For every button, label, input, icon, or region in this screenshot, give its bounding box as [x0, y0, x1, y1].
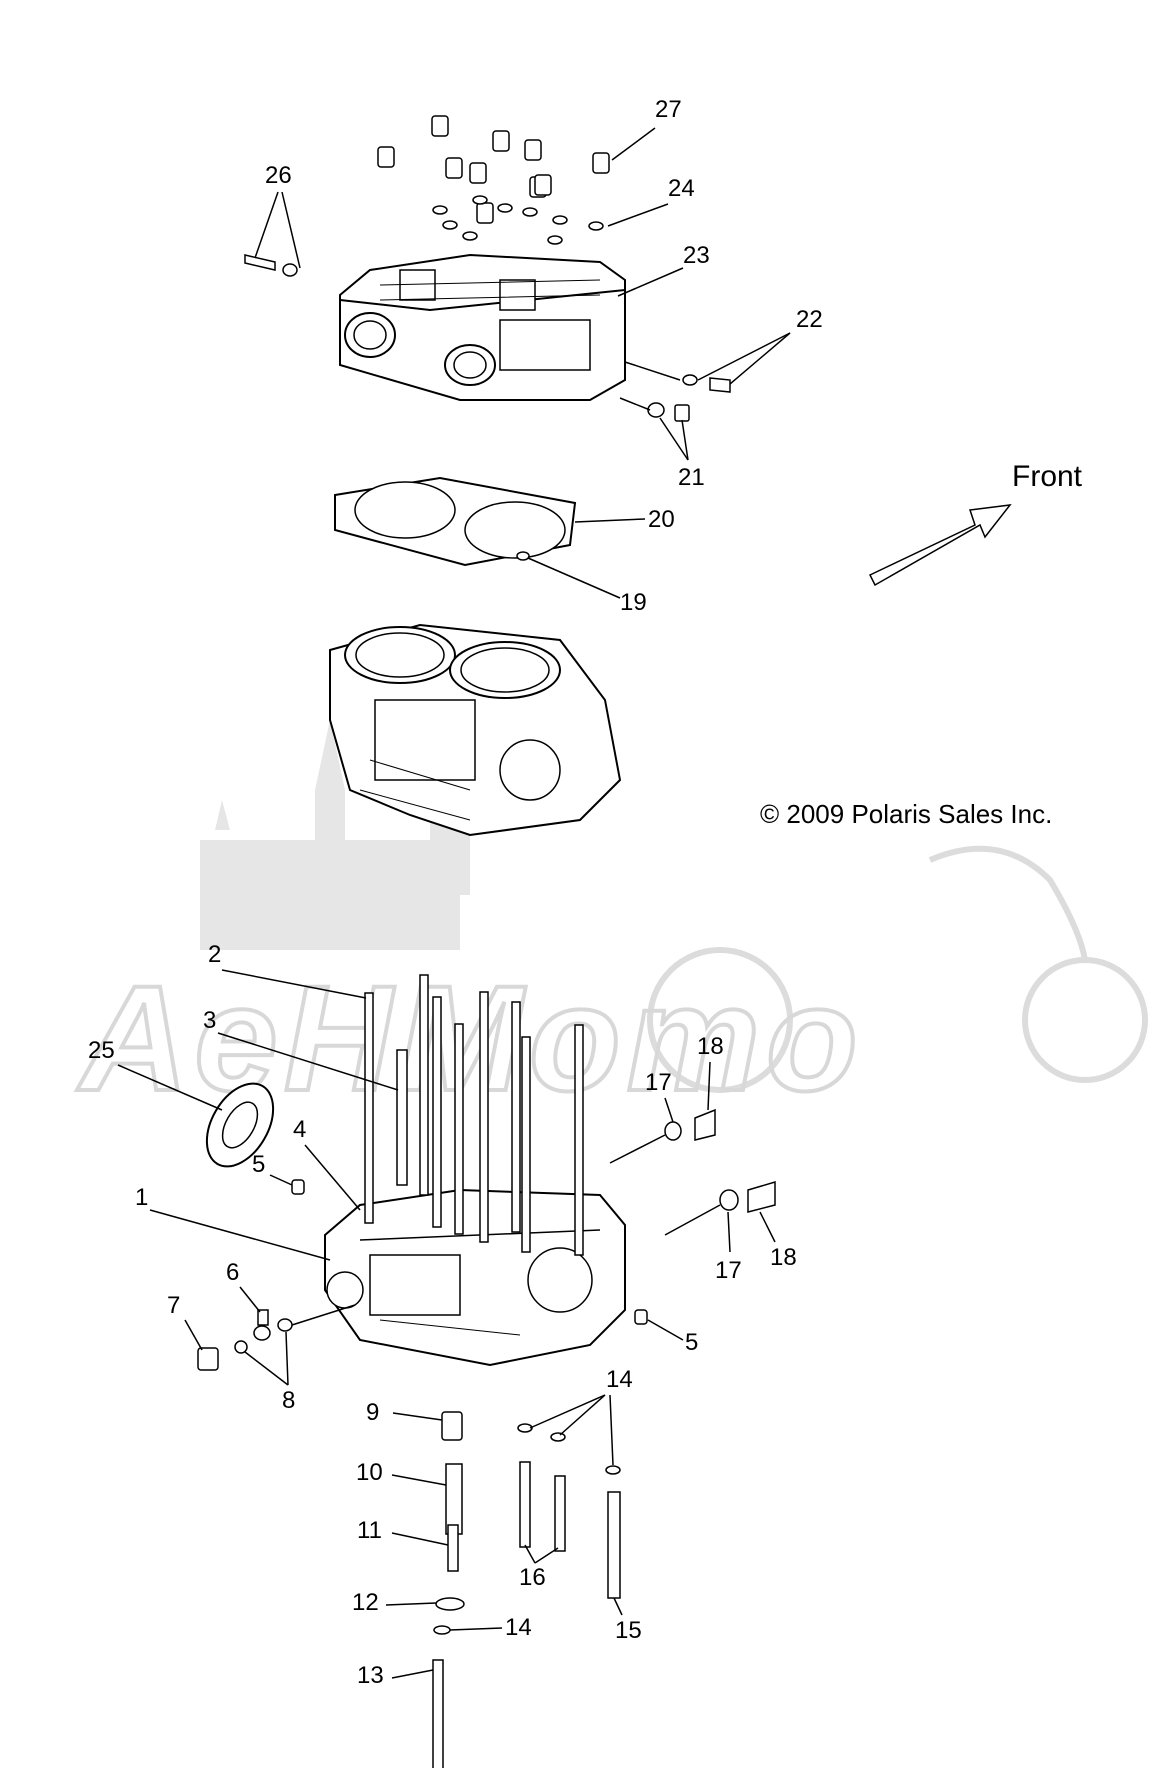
front-arrow: Front — [868, 460, 1083, 587]
svg-text:17: 17 — [645, 1069, 672, 1096]
callout-7: 7 — [167, 1292, 203, 1351]
svg-text:20: 20 — [648, 506, 675, 533]
svg-text:24: 24 — [668, 175, 695, 202]
valve-seals — [432, 195, 604, 245]
callout-2: 2 — [208, 941, 367, 999]
callout-23: 23 — [617, 242, 710, 297]
callout-20: 20 — [574, 506, 675, 533]
svg-text:2: 2 — [208, 941, 221, 968]
callout-22: 22 — [624, 306, 823, 385]
head-bolt-26 — [244, 254, 298, 277]
callout-1: 1 — [135, 1184, 331, 1261]
callout-16: 16 — [519, 1544, 559, 1591]
callout-6: 6 — [226, 1259, 261, 1313]
callout-3: 3 — [203, 1007, 399, 1091]
washer-21 — [647, 402, 690, 422]
copyright-text: © 2009 Polaris Sales Inc. — [760, 799, 1052, 829]
crankcase-studs — [364, 974, 584, 1256]
svg-text:4: 4 — [293, 1116, 306, 1143]
callout-13: 13 — [357, 1662, 434, 1689]
callout-8: 8 — [244, 1304, 356, 1414]
svg-text:14: 14 — [606, 1366, 633, 1393]
watermark-motorcycle — [647, 845, 1148, 1093]
callout-18a: 18 — [697, 1033, 724, 1111]
callout-5a: 5 — [252, 1151, 293, 1186]
callout-4: 4 — [293, 1116, 361, 1211]
callout-11: 11 — [357, 1517, 449, 1546]
callout-19: 19 — [527, 557, 647, 616]
crankcase — [324, 1188, 626, 1367]
svg-text:13: 13 — [357, 1662, 384, 1689]
dowel-19 — [516, 551, 530, 561]
cylinder-head — [339, 253, 626, 401]
svg-text:25: 25 — [88, 1037, 115, 1064]
head-gasket — [334, 476, 577, 567]
callout-18b: 18 — [759, 1211, 797, 1271]
svg-text:7: 7 — [167, 1292, 180, 1319]
svg-text:5: 5 — [252, 1151, 265, 1178]
svg-text:3: 3 — [203, 1007, 216, 1034]
fitting-22 — [682, 374, 731, 393]
svg-text:5: 5 — [685, 1329, 698, 1356]
callout-24: 24 — [607, 175, 695, 227]
callout-26: 26 — [254, 162, 301, 269]
callouts: 27 26 24 23 22 21 20 — [88, 96, 823, 1689]
callout-5b: 5 — [647, 1319, 698, 1356]
svg-text:18: 18 — [770, 1244, 797, 1271]
fitting-6-7-8 — [197, 1309, 293, 1371]
front-label: Front — [1012, 460, 1083, 493]
svg-text:11: 11 — [357, 1517, 382, 1544]
watermark-text: AeHMomo — [76, 954, 864, 1122]
oil-seal-25 — [205, 1082, 275, 1168]
svg-text:18: 18 — [697, 1033, 724, 1060]
fitting-18-lower — [719, 1180, 776, 1213]
svg-text:16: 16 — [519, 1564, 546, 1591]
valve-stem-caps — [377, 115, 610, 224]
stud-3 — [396, 1049, 408, 1186]
svg-text:8: 8 — [282, 1387, 295, 1414]
watermark-castle — [200, 720, 470, 950]
plug-5b — [634, 1309, 648, 1325]
svg-text:15: 15 — [615, 1617, 642, 1644]
callout-17a: 17 — [609, 1069, 674, 1164]
svg-text:12: 12 — [352, 1589, 379, 1616]
svg-text:1: 1 — [135, 1184, 148, 1211]
svg-text:6: 6 — [226, 1259, 239, 1286]
svg-text:19: 19 — [620, 589, 647, 616]
svg-text:10: 10 — [356, 1459, 383, 1486]
callout-10: 10 — [356, 1459, 447, 1486]
callout-17b: 17 — [664, 1204, 742, 1284]
bolts-14-16 — [517, 1423, 621, 1599]
svg-text:22: 22 — [796, 306, 823, 333]
callout-15: 15 — [613, 1597, 642, 1644]
callout-27: 27 — [611, 96, 682, 161]
cylinder-block — [329, 623, 622, 837]
svg-text:9: 9 — [366, 1399, 379, 1426]
pins-bolts-9-13 — [432, 1411, 465, 1768]
svg-text:27: 27 — [655, 96, 682, 123]
callout-14a: 14 — [529, 1366, 633, 1466]
callout-25: 25 — [88, 1037, 223, 1111]
plug-5a — [291, 1179, 305, 1195]
callout-14b: 14 — [449, 1614, 532, 1641]
callout-12: 12 — [352, 1589, 437, 1616]
svg-text:14: 14 — [505, 1614, 532, 1641]
svg-text:17: 17 — [715, 1257, 742, 1284]
callout-9: 9 — [366, 1399, 443, 1426]
svg-text:21: 21 — [678, 464, 705, 491]
watermark: AeHMomo — [74, 720, 1148, 1124]
callout-21: 21 — [619, 397, 705, 491]
svg-text:26: 26 — [265, 162, 292, 189]
svg-text:23: 23 — [683, 242, 710, 269]
